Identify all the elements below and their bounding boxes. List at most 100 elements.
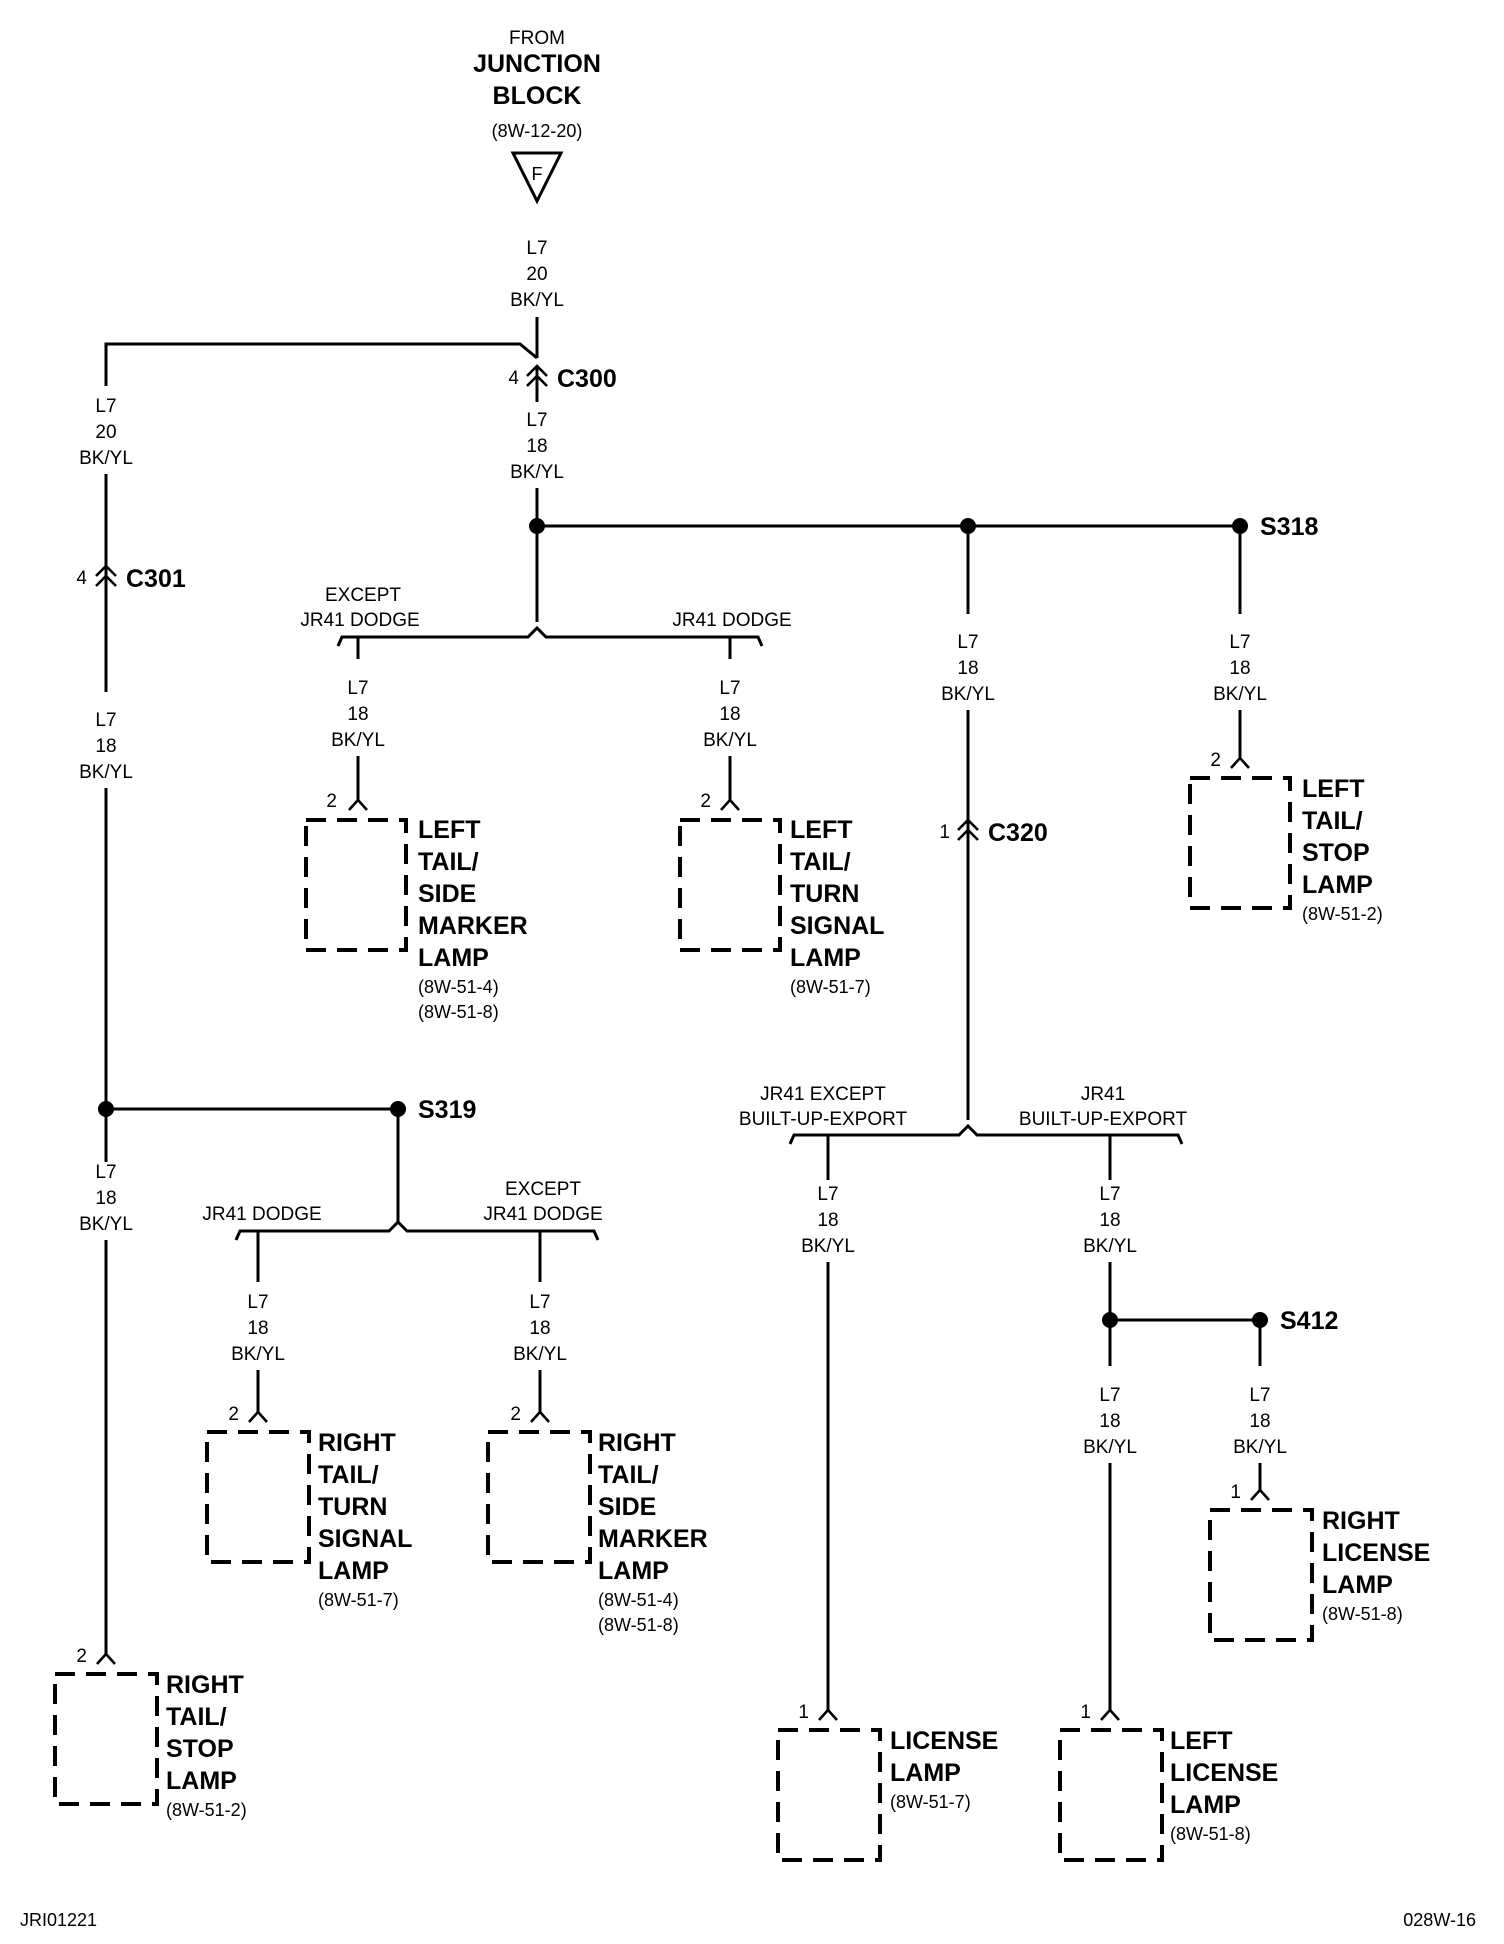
- source-cavity-triangle: [510, 151, 564, 205]
- svg-text:18: 18: [529, 1318, 550, 1339]
- splice-s319-label: S319: [418, 1096, 476, 1124]
- svg-text:TURN: TURN: [790, 880, 859, 908]
- connector-c300: 4 C300: [508, 364, 617, 393]
- wire-w6-label: L7 18 BK/YL: [231, 1292, 285, 1365]
- svg-text:BK/YL: BK/YL: [1233, 1437, 1287, 1458]
- svg-text:LAMP: LAMP: [790, 944, 861, 972]
- svg-text:(8W-51-4): (8W-51-4): [418, 977, 499, 997]
- svg-text:1: 1: [939, 822, 950, 843]
- svg-text:L7: L7: [95, 1162, 116, 1183]
- svg-text:BK/YL: BK/YL: [941, 684, 995, 705]
- svg-text:RIGHT: RIGHT: [166, 1671, 244, 1699]
- svg-text:L7: L7: [1099, 1385, 1120, 1406]
- svg-text:LAMP: LAMP: [166, 1767, 237, 1795]
- split-a-right-label: JR41 DODGE: [672, 610, 791, 631]
- connector-c301: 4 C301: [76, 564, 186, 593]
- wire-w7-label: L7 18 BK/YL: [513, 1292, 567, 1365]
- svg-text:1: 1: [798, 1702, 809, 1723]
- svg-text:L7: L7: [719, 678, 740, 699]
- svg-text:18: 18: [95, 1188, 116, 1209]
- svg-text:BK/YL: BK/YL: [1083, 1236, 1137, 1257]
- source-ref: (8W-12-20): [492, 121, 583, 141]
- split-b-left-label: JR41 DODGE: [202, 1204, 321, 1225]
- wire-w12-label: L7 18 BK/YL: [1083, 1385, 1137, 1458]
- svg-text:C301: C301: [126, 565, 186, 593]
- svg-text:18: 18: [1229, 658, 1250, 679]
- wire-w4-label: L7 18 BK/YL: [1213, 632, 1267, 705]
- svg-text:18: 18: [1099, 1411, 1120, 1432]
- svg-text:LAMP: LAMP: [890, 1759, 961, 1787]
- svg-text:18: 18: [957, 658, 978, 679]
- svg-text:(8W-51-7): (8W-51-7): [318, 1590, 399, 1610]
- svg-text:2: 2: [76, 1646, 87, 1667]
- svg-text:18: 18: [347, 704, 368, 725]
- svg-text:(8W-51-7): (8W-51-7): [790, 977, 871, 997]
- splice-s318-label: S318: [1260, 513, 1318, 541]
- svg-text:LICENSE: LICENSE: [890, 1727, 998, 1755]
- c300-pin: 4: [508, 368, 519, 389]
- junction-block-source: FROM JUNCTION BLOCK (8W-12-20) F: [473, 28, 601, 205]
- svg-text:L7: L7: [526, 238, 547, 259]
- svg-text:LAMP: LAMP: [418, 944, 489, 972]
- split-c-left-label: JR41 EXCEPT: [760, 1084, 886, 1105]
- footer-figure-id: JRI01221: [20, 1910, 97, 1930]
- svg-text:1: 1: [1230, 1482, 1241, 1503]
- wire-source-label: L7 20 BK/YL: [510, 238, 564, 311]
- svg-text:TAIL/: TAIL/: [166, 1703, 227, 1731]
- svg-text:LEFT: LEFT: [1302, 775, 1365, 803]
- svg-text:20: 20: [95, 422, 116, 443]
- svg-text:BK/YL: BK/YL: [1213, 684, 1267, 705]
- lamp-left-tail-turn-signal: 2 LEFT TAIL/ TURN SIGNAL LAMP (8W-51-7): [678, 791, 884, 997]
- svg-text:RIGHT: RIGHT: [318, 1429, 396, 1457]
- svg-text:L7: L7: [247, 1292, 268, 1313]
- svg-text:BK/YL: BK/YL: [79, 448, 133, 469]
- svg-text:(8W-51-8): (8W-51-8): [418, 1002, 499, 1022]
- svg-text:4: 4: [76, 568, 87, 589]
- source-from-label: FROM: [509, 28, 565, 49]
- split-c-right-label2: BUILT-UP-EXPORT: [1019, 1109, 1188, 1130]
- svg-text:(8W-51-8): (8W-51-8): [1322, 1604, 1403, 1624]
- lamp-left-license: 1 LEFT LICENSE LAMP (8W-51-8): [1058, 1702, 1278, 1862]
- lamp-right-tail-stop: 2 RIGHT TAIL/ STOP LAMP (8W-51-2): [53, 1646, 247, 1820]
- lamp-right-license: 1 RIGHT LICENSE LAMP (8W-51-8): [1208, 1482, 1430, 1642]
- svg-text:SIDE: SIDE: [418, 880, 476, 908]
- svg-text:TURN: TURN: [318, 1493, 387, 1521]
- svg-text:18: 18: [95, 736, 116, 757]
- svg-text:1: 1: [1080, 1702, 1091, 1723]
- svg-text:BK/YL: BK/YL: [510, 290, 564, 311]
- svg-text:LAMP: LAMP: [1302, 871, 1373, 899]
- svg-text:L7: L7: [1249, 1385, 1270, 1406]
- svg-text:18: 18: [817, 1210, 838, 1231]
- svg-text:(8W-51-8): (8W-51-8): [1170, 1824, 1251, 1844]
- svg-text:L7: L7: [957, 632, 978, 653]
- svg-text:(8W-51-7): (8W-51-7): [890, 1792, 971, 1812]
- source-name-line1: JUNCTION: [473, 50, 601, 78]
- lamp-right-tail-side-marker: 2 RIGHT TAIL/ SIDE MARKER LAMP (8W-51-4)…: [486, 1404, 708, 1635]
- wire-left-mid-label: L7 18 BK/YL: [79, 710, 133, 783]
- svg-text:LEFT: LEFT: [790, 816, 853, 844]
- split-c-left-label2: BUILT-UP-EXPORT: [739, 1109, 908, 1130]
- splice-s412-label: S412: [1280, 1307, 1338, 1335]
- svg-text:TAIL/: TAIL/: [1302, 807, 1363, 835]
- svg-text:LAMP: LAMP: [318, 1557, 389, 1585]
- svg-text:BK/YL: BK/YL: [331, 730, 385, 751]
- footer-page-id: 028W-16: [1403, 1910, 1476, 1930]
- svg-text:L7: L7: [529, 1292, 550, 1313]
- svg-text:L7: L7: [347, 678, 368, 699]
- svg-text:L7: L7: [1099, 1184, 1120, 1205]
- c300-name: C300: [557, 365, 617, 393]
- svg-text:L7: L7: [95, 710, 116, 731]
- wire-left-top-label: L7 20 BK/YL: [79, 396, 133, 469]
- svg-text:2: 2: [700, 791, 711, 812]
- split-c-right-label: JR41: [1081, 1084, 1125, 1105]
- svg-text:LEFT: LEFT: [1170, 1727, 1233, 1755]
- svg-text:C320: C320: [988, 819, 1048, 847]
- svg-text:TAIL/: TAIL/: [418, 848, 479, 876]
- svg-text:STOP: STOP: [1302, 839, 1370, 867]
- svg-text:SIDE: SIDE: [598, 1493, 656, 1521]
- svg-text:18: 18: [1249, 1411, 1270, 1432]
- svg-text:18: 18: [526, 436, 547, 457]
- wire-c300-to-left-branch: [104, 342, 538, 386]
- svg-text:STOP: STOP: [166, 1735, 234, 1763]
- svg-text:(8W-51-4): (8W-51-4): [598, 1590, 679, 1610]
